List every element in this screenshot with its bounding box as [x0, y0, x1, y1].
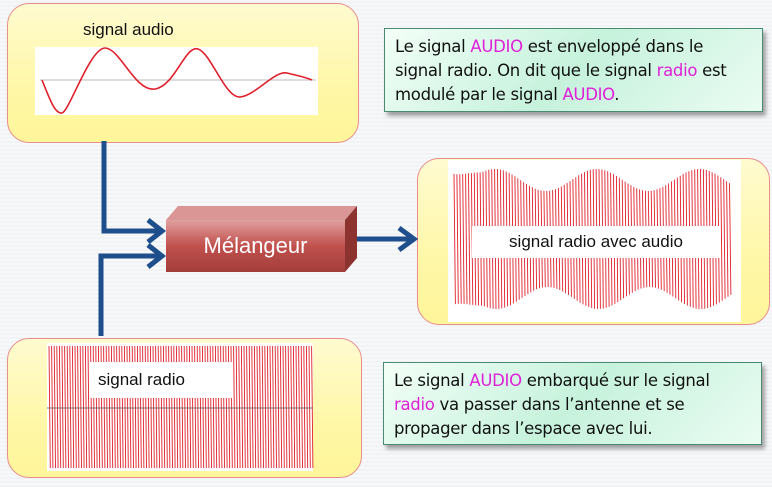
radio-waveform: [48, 345, 314, 469]
note-text: est enveloppé dans le signal radio. On d…: [395, 37, 704, 80]
note-text: .: [614, 85, 620, 104]
arrow-audio-to-mixer: [101, 141, 160, 234]
note-text: embarqué sur le signal: [521, 371, 710, 390]
audio-plot: [35, 47, 318, 115]
audio-waveform: [41, 47, 313, 114]
note-bottom: Le signal AUDIO embarqué sur le signal r…: [383, 362, 762, 445]
audio-label: signal audio: [83, 20, 174, 39]
note-top: Le signal AUDIO est enveloppé dans le si…: [384, 28, 763, 112]
highlight-audio: AUDIO: [470, 37, 523, 56]
arrow-radio-to-mixer: [98, 253, 160, 336]
note-text: est modulé par le signal: [395, 61, 727, 104]
mixer-label: Mélangeur: [203, 233, 308, 258]
highlight-radio: radio: [394, 395, 435, 414]
note-text: Le signal: [395, 37, 471, 56]
note-text: va passer dans l’antenne et se propager …: [394, 395, 685, 438]
highlight-audio: AUDIO: [469, 371, 522, 390]
radio-label: signal radio: [90, 362, 232, 398]
note-text: Le signal: [394, 371, 470, 390]
highlight-audio: AUDIO: [562, 85, 615, 104]
modulated-label: signal radio avec audio: [472, 226, 720, 258]
highlight-radio: radio: [656, 61, 698, 80]
